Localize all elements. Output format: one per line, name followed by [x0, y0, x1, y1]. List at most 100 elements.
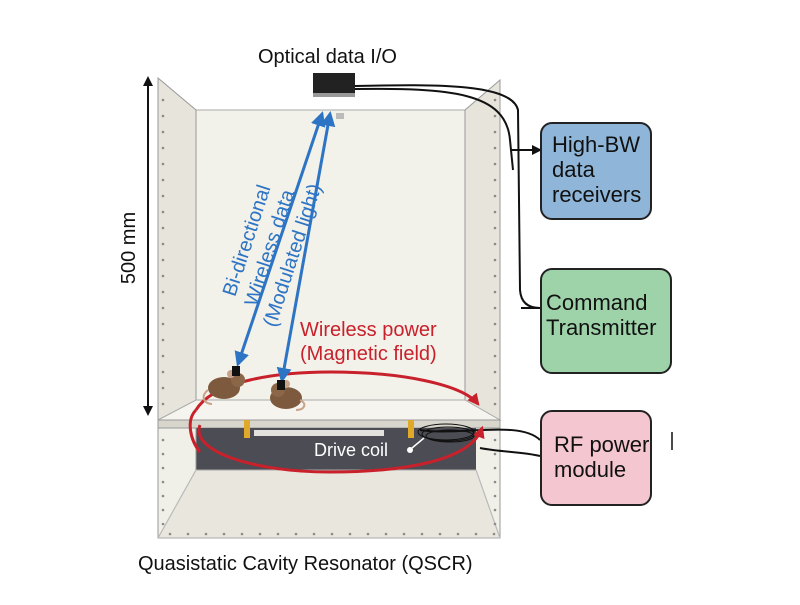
screw-dot [161, 146, 165, 150]
screw-dot [222, 532, 226, 536]
optical-io-mount [336, 113, 344, 119]
screw-dot [493, 114, 497, 118]
screw-dot [161, 162, 165, 166]
field-lower [197, 424, 485, 474]
screw-dot [161, 178, 165, 182]
screw-dot [161, 522, 165, 526]
screw-dot [161, 226, 165, 230]
screw-dot [204, 532, 208, 536]
screw-dot [493, 522, 497, 526]
receivers-line: High-BW [552, 132, 641, 157]
screw-dot [493, 194, 497, 198]
mouse-headstage [232, 366, 240, 376]
screw-dot [493, 508, 497, 512]
command-transmitter-box: Command Transmitter [540, 268, 672, 374]
screw-dot [161, 210, 165, 214]
screw-dot [161, 480, 165, 484]
screw-dot [161, 274, 165, 278]
mouse-tail [202, 389, 213, 405]
screw-dot [493, 130, 497, 134]
screw-dot [161, 194, 165, 198]
screw-dot [312, 532, 316, 536]
screw-dot [161, 130, 165, 134]
mouse-2 [270, 380, 306, 411]
screw-dot [330, 532, 334, 536]
receivers-line: receivers [552, 182, 642, 207]
wireless-power-label: Wireless power (Magnetic field) [300, 318, 437, 366]
drive-coil-dot [407, 447, 413, 453]
left-wall [157, 76, 197, 421]
light-strip [254, 430, 384, 436]
screw-dot [493, 178, 497, 182]
rf-power-box: RF power module [540, 410, 652, 506]
screw-dot [493, 438, 497, 442]
screw-dot [493, 370, 497, 374]
screw-dot [161, 370, 165, 374]
screw-dot [240, 532, 244, 536]
cable-rf-lower [479, 447, 541, 457]
lower-floor [157, 469, 501, 539]
screw-dot [493, 386, 497, 390]
screw-dot [161, 508, 165, 512]
coil-panel [196, 428, 476, 470]
screw-dot [348, 532, 352, 536]
screw-dot [161, 242, 165, 246]
screw-dot [493, 306, 497, 310]
rf-power-line: module [554, 457, 627, 482]
mouse-1 [202, 366, 245, 405]
drive-coil-pointer [411, 437, 425, 449]
wall-screw-dots [161, 98, 497, 536]
screw-dot [420, 532, 424, 536]
screw-dot [493, 480, 497, 484]
receivers-line: data [552, 157, 595, 182]
screw-dot [161, 354, 165, 358]
lower-floor-edge [157, 469, 197, 539]
screw-dot [161, 306, 165, 310]
screw-dot [294, 532, 298, 536]
screw-dot [168, 532, 172, 536]
screw-dot [402, 532, 406, 536]
screw-dot [161, 338, 165, 342]
screw-dot [258, 532, 262, 536]
caption: Quasistatic Cavity Resonator (QSCR) [138, 553, 473, 575]
optical-io-device [313, 73, 355, 119]
support-post [408, 420, 414, 438]
screw-dot [456, 532, 460, 536]
screw-dot [161, 452, 165, 456]
screw-dot [493, 322, 497, 326]
mouse-tail [295, 399, 306, 411]
screw-dot [493, 402, 497, 406]
command-line: Transmitter [546, 315, 657, 340]
command-line: Command [546, 290, 648, 315]
receivers-box: High-BW data receivers [540, 122, 652, 220]
data-link-mouse-2 [276, 111, 336, 383]
screw-dot [492, 532, 496, 536]
cavity-enclosure [157, 76, 502, 539]
wireless-power-line: (Magnetic field) [300, 343, 437, 365]
screw-dot [493, 452, 497, 456]
cable-to-receivers [354, 84, 541, 309]
screw-dot [493, 258, 497, 262]
screw-dot [493, 242, 497, 246]
screw-dot [474, 532, 478, 536]
screw-dot [161, 114, 165, 118]
screw-dot [493, 162, 497, 166]
screw-dot [161, 466, 165, 470]
screw-dot [493, 210, 497, 214]
screw-dot [161, 402, 165, 406]
drive-coil-label: Drive coil [314, 440, 389, 460]
screw-dot [493, 494, 497, 498]
screw-dot [493, 290, 497, 294]
screw-dot [161, 98, 165, 102]
optical-io-base [313, 93, 355, 97]
screw-dot [161, 290, 165, 294]
screw-dot [438, 532, 442, 536]
screw-dot [186, 532, 190, 536]
screw-dot [276, 532, 280, 536]
screw-dot [493, 146, 497, 150]
screw-dot [493, 354, 497, 358]
screw-dot [384, 532, 388, 536]
screw-dot [493, 226, 497, 230]
lower-floor-edge [475, 469, 501, 539]
